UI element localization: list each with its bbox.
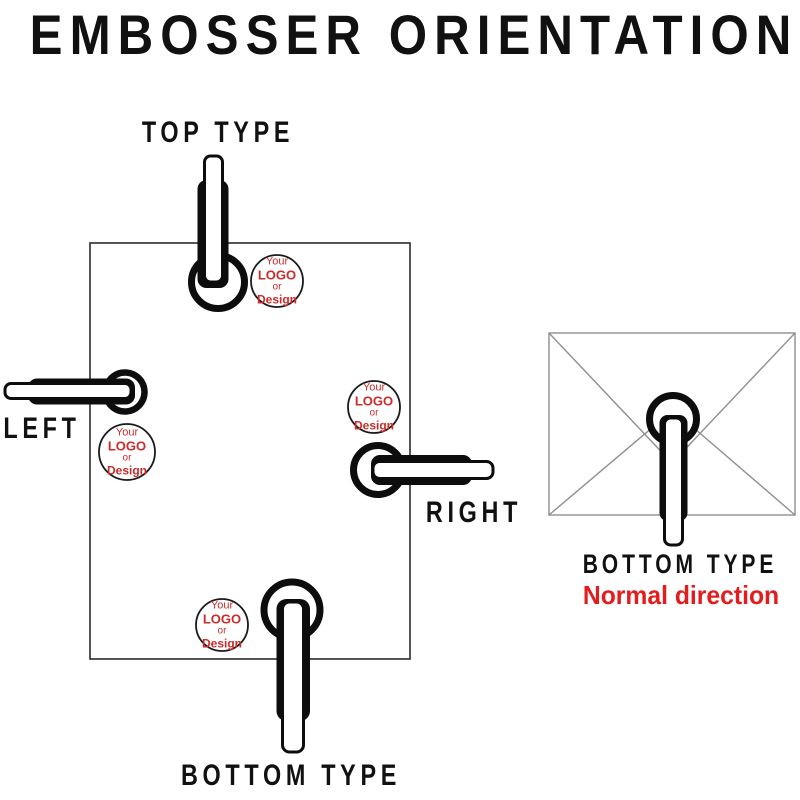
embosser-top-handle <box>203 154 224 284</box>
stamp-line: Your <box>115 426 139 439</box>
stamp-line: Your <box>362 381 386 394</box>
embosser-top <box>188 154 248 312</box>
stamp-circle-right <box>347 380 401 434</box>
label-right: RIGHT <box>425 496 523 529</box>
label-envelope-bottom-type: BOTTOM TYPE <box>582 549 778 579</box>
stamp-line: Design <box>201 636 243 651</box>
stamp-line: Design <box>106 463 148 478</box>
page-title-text: EMBOSSER ORIENTATION <box>29 3 799 66</box>
stamp-line: LOGO <box>257 267 297 283</box>
embosser-left-handle <box>3 382 133 400</box>
stamp-line: LOGO <box>354 393 394 409</box>
stamp-circle-bottom <box>195 598 249 652</box>
stamp-text-bottom: Your LOGO or Design <box>201 599 243 651</box>
stamp-text-top: Your LOGO or Design <box>256 255 298 307</box>
stamp-line: or <box>217 625 227 637</box>
stamp-line: or <box>369 407 379 419</box>
embosser-bottom-handle <box>281 600 305 754</box>
embosser-bottom <box>260 578 324 754</box>
stamp-line: Design <box>353 418 395 433</box>
stamp-line: LOGO <box>202 611 242 627</box>
stamp-line: Design <box>256 292 298 307</box>
label-bottom-type: BOTTOM TYPE <box>180 759 402 792</box>
envelope-flap-line <box>671 332 796 464</box>
embosser-left <box>3 369 148 415</box>
label-top-type: TOP TYPE <box>141 116 295 149</box>
stamp-line: Your <box>210 599 234 612</box>
stamp-line: LOGO <box>107 438 147 454</box>
stamp-line: Your <box>265 255 289 268</box>
label-normal-direction: Normal direction <box>582 580 780 610</box>
envelope-flap-line <box>548 332 673 464</box>
stamp-line: or <box>272 281 282 293</box>
embosser-right <box>350 442 495 498</box>
embosser-right-handle <box>371 460 495 480</box>
label-left: LEFT <box>3 412 81 445</box>
stamp-line: or <box>122 452 132 464</box>
stamp-text-right: Your LOGO or Design <box>353 381 395 433</box>
embosser-envelope-handle <box>663 416 684 547</box>
stamp-circle-left <box>98 423 156 481</box>
page-title: EMBOSSER ORIENTATION <box>0 7 800 63</box>
stamp-text-left: Your LOGO or Design <box>106 426 148 478</box>
stamp-circle-top <box>250 254 304 308</box>
embosser-envelope <box>646 392 700 547</box>
